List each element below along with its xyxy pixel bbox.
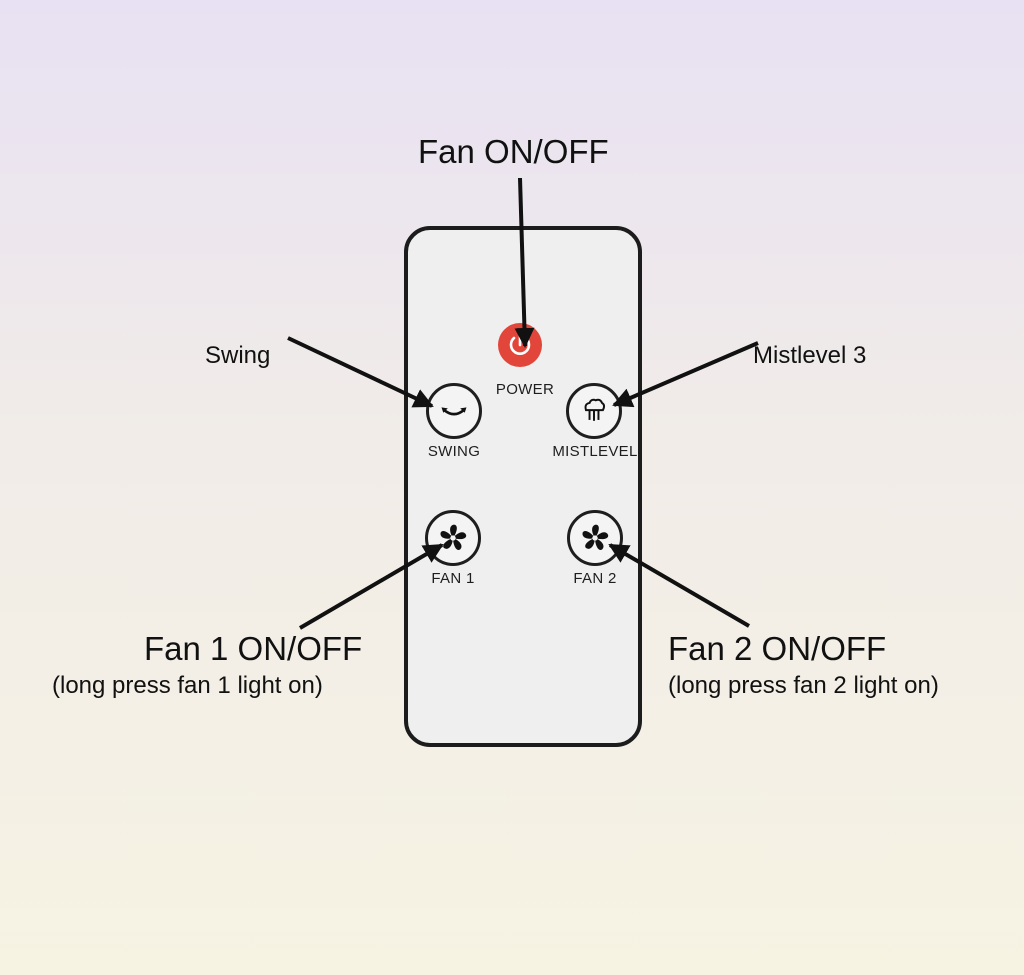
callout-power: Fan ON/OFF bbox=[418, 133, 609, 170]
remote-control bbox=[404, 226, 642, 747]
callout-mistlevel: Mistlevel 3 bbox=[753, 342, 867, 369]
fan-2-button[interactable] bbox=[567, 510, 623, 566]
callout-fan-2-note: (long press fan 2 light on) bbox=[668, 672, 939, 699]
fan-1-label: FAN 1 bbox=[431, 570, 475, 587]
mistlevel-button[interactable] bbox=[566, 383, 622, 439]
callout-fan-1-note: (long press fan 1 light on) bbox=[52, 672, 323, 699]
fan-icon bbox=[440, 524, 467, 550]
swing-label: SWING bbox=[427, 443, 481, 460]
mistlevel-label: MISTLEVEL bbox=[552, 443, 638, 460]
fan-1-button[interactable] bbox=[425, 510, 481, 566]
callout-fan-2-title: Fan 2 ON/OFF bbox=[668, 630, 887, 667]
power-label: POWER bbox=[495, 381, 555, 398]
swing-arrows-icon bbox=[441, 407, 467, 416]
power-icon bbox=[509, 332, 531, 355]
fan-2-label: FAN 2 bbox=[573, 570, 617, 587]
fan-icon bbox=[582, 524, 609, 550]
swing-button[interactable] bbox=[426, 383, 482, 439]
mist-icon bbox=[584, 398, 606, 421]
power-button[interactable] bbox=[498, 323, 542, 367]
callout-fan-1-title: Fan 1 ON/OFF bbox=[144, 630, 363, 667]
callout-swing: Swing bbox=[205, 342, 271, 369]
